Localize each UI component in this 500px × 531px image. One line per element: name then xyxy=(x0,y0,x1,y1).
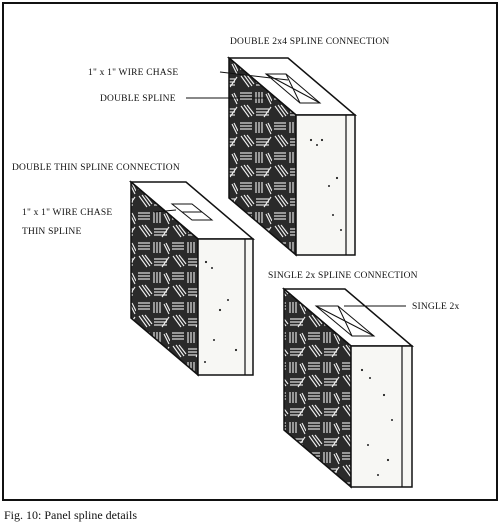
panel-title: DOUBLE 2x4 SPLINE CONNECTION xyxy=(230,37,389,47)
callout-wire-chase-2: 1" x 1" WIRE CHASE xyxy=(22,208,112,218)
callout-thin-spline: THIN SPLINE xyxy=(22,227,81,237)
panel-double-2x4: DOUBLE 2x4 SPLINE CONNECTION 1" x 1" WIR… xyxy=(88,37,389,257)
panel-front-face xyxy=(350,345,413,488)
leader-wire-chase-1 xyxy=(219,71,289,81)
panel-single-2x: SINGLE 2x SPLINE CONNECTION SINGLE 2x xyxy=(268,271,459,489)
callout-wire-chase-1: 1" x 1" WIRE CHASE xyxy=(88,68,178,78)
panel-double-thin: DOUBLE THIN SPLINE CONNECTION 1" x 1" WI… xyxy=(12,163,256,377)
wire-chase-notch xyxy=(170,203,214,221)
callout-single-2x: SINGLE 2x xyxy=(412,302,459,312)
panel-front-face xyxy=(197,238,254,376)
surface-speckle xyxy=(360,368,393,476)
figure-frame xyxy=(2,2,498,501)
figure-caption: Fig. 10: Panel spline details xyxy=(4,508,137,522)
spline-cross xyxy=(314,305,376,337)
leader-wire-chase-2 xyxy=(153,209,177,213)
surface-speckle xyxy=(309,138,342,231)
panel-front-face xyxy=(295,114,356,256)
callout-double-spline: DOUBLE SPLINE xyxy=(100,94,176,104)
panel-title: SINGLE 2x SPLINE CONNECTION xyxy=(268,271,418,281)
panel-title: DOUBLE THIN SPLINE CONNECTION xyxy=(12,163,180,173)
surface-speckle xyxy=(204,260,238,363)
